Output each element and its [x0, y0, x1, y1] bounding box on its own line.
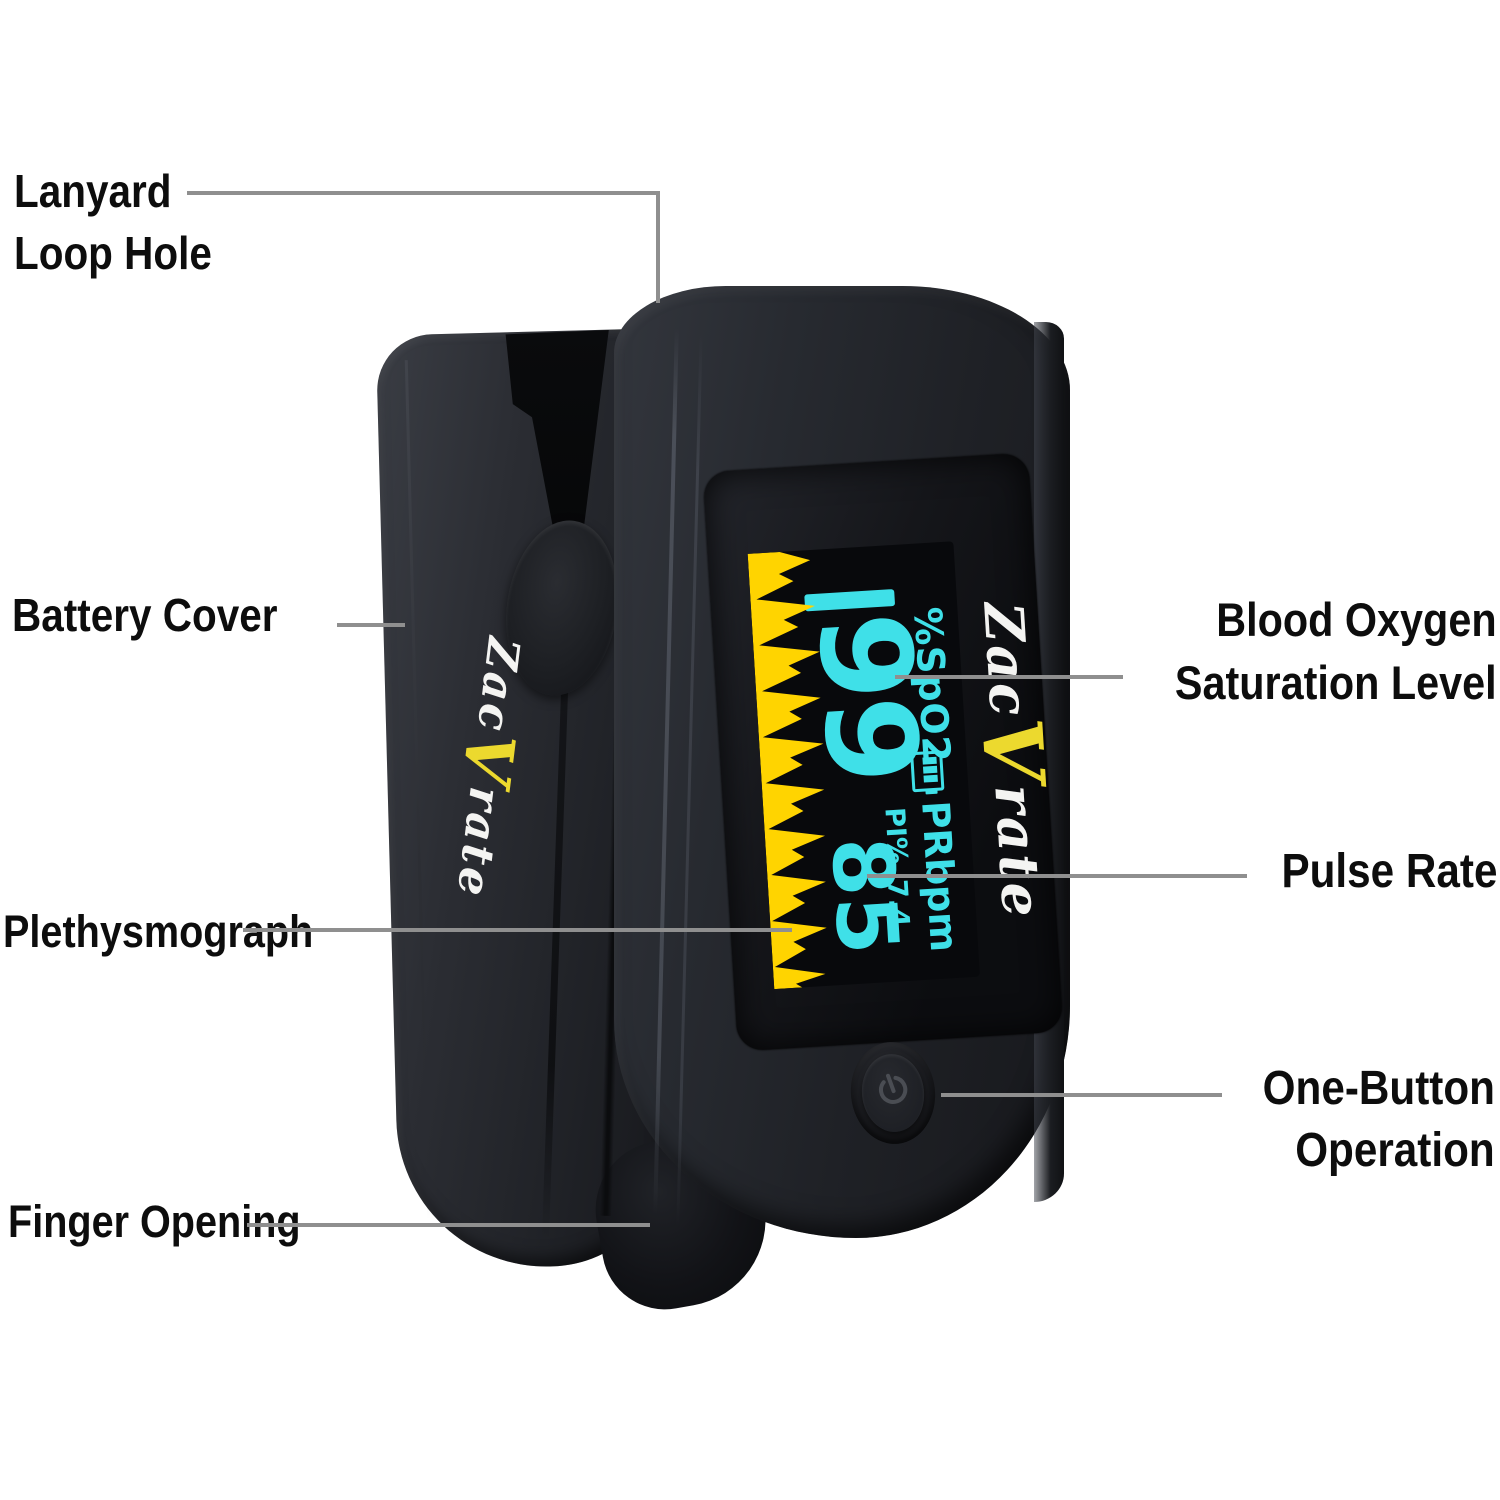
oled-content: %SpO2 99 PRbpm PI% 7.4 85: [747, 541, 980, 990]
pulse-rate-label-text: Pulse Rate: [1281, 845, 1497, 898]
blood-oxygen-leader-line: [895, 675, 1123, 679]
display-window: %SpO2 99 PRbpm PI% 7.4 85 ZacVrate: [702, 452, 1064, 1052]
battery-body: [910, 750, 945, 793]
finger-opening-label: Finger Opening: [8, 1191, 341, 1253]
lanyard-leader-line-vertical: [656, 191, 660, 303]
blood-oxygen-label-line2: Saturation Level: [1175, 656, 1497, 709]
oled-screen: %SpO2 99 PRbpm PI% 7.4 85: [747, 541, 980, 990]
plethysmograph-leader-line: [243, 928, 792, 932]
battery-cover-leader-line: [337, 623, 405, 627]
lanyard-label-line1: Lanyard: [14, 165, 172, 217]
brand-part-2: V: [962, 715, 1063, 788]
pulse-rate-leader-line: [867, 874, 1247, 878]
one-button-leader-line: [941, 1093, 1222, 1097]
one-button-label-line2: Operation: [1295, 1124, 1495, 1177]
finger-opening-leader-line: [247, 1223, 650, 1227]
lanyard-label-line2: Loop Hole: [14, 227, 212, 279]
lanyard-leader-line: [187, 191, 660, 195]
brand-part-2: V: [446, 728, 531, 792]
blood-oxygen-label: Blood Oxygen Saturation Level: [1131, 588, 1497, 714]
battery-cover-label: Battery Cover: [12, 584, 314, 646]
plethysmograph-waveform: [747, 551, 827, 990]
one-button-label-line1: One-Button: [1262, 1062, 1495, 1115]
finger-opening-label-text: Finger Opening: [8, 1196, 301, 1247]
battery-nub: [925, 788, 938, 795]
power-icon: [878, 1073, 908, 1104]
battery-3-bars-icon: [910, 750, 945, 796]
brand-part-1: Zac: [971, 600, 1043, 721]
power-button: [845, 1037, 941, 1149]
brand-part-3: rate: [446, 784, 511, 902]
blood-oxygen-label-line1: Blood Oxygen: [1216, 593, 1497, 646]
one-button-operation-label: One-Button Operation: [1231, 1058, 1495, 1182]
plethysmograph-label: Plethysmograph: [3, 901, 356, 963]
power-button-face: [858, 1050, 928, 1136]
battery-cover-label-text: Battery Cover: [12, 589, 278, 641]
lanyard-loop-hole-label: Lanyard Loop Hole: [14, 160, 239, 284]
pulse-rate-label-annotation: Pulse Rate: [1252, 841, 1497, 903]
plethysmograph-label-text: Plethysmograph: [3, 906, 314, 957]
brand-part-1: Zac: [466, 634, 530, 737]
brand-part-3: rate: [982, 783, 1055, 922]
